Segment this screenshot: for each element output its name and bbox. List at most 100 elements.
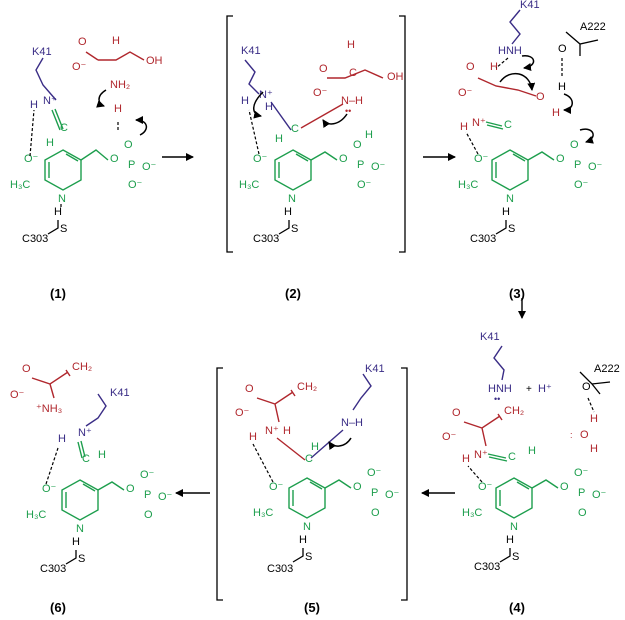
phosphorus: P <box>357 159 364 171</box>
phosphate-oxygen-right: O⁻ <box>371 161 386 173</box>
phosphate-arrow <box>579 128 594 144</box>
phosphate-oxygen-bottom: O⁻ <box>128 179 143 191</box>
cys303-chain <box>499 548 511 563</box>
ester-oxygen: O <box>556 153 565 165</box>
lys41-label: K41 <box>110 387 130 399</box>
lys41-chain <box>244 59 260 95</box>
bracket-right-2 <box>399 15 406 253</box>
phosphate-hydrogen: H <box>365 129 373 141</box>
cys-sulfur: S <box>508 223 515 235</box>
amine-nh: N–H <box>341 95 363 107</box>
phosphate-oxygen-top: O⁻ <box>574 467 589 479</box>
stage-4: K41 HNH •• + H⁺ A222 O H O : H O O⁻ CH₂ … <box>442 331 620 573</box>
cys303-label: C303 <box>253 233 279 245</box>
phosphate-oxygen-top: O <box>570 139 579 151</box>
lys-amine: N–H <box>341 417 363 429</box>
ala-carbonyl-o: O <box>582 381 591 393</box>
hbond-ala-water <box>587 397 595 413</box>
imine-double-bond <box>51 108 64 131</box>
water-h-top: H <box>590 413 598 425</box>
water-lone-pair: : <box>570 430 573 440</box>
nitrogen-hydrogen: H <box>30 99 38 111</box>
carboxylate-o-minus: O⁻ <box>72 61 87 73</box>
methyl-group: H₃C <box>10 179 30 191</box>
lys41-chain <box>509 9 521 45</box>
lys-amine: HNH <box>498 45 522 57</box>
serine-backbone <box>327 69 384 79</box>
phosphate-oxygen-top: O⁻ <box>140 469 155 481</box>
phenolate-oxygen: O⁻ <box>42 483 57 495</box>
phosphorus: P <box>578 487 585 499</box>
schiff-h-right: H <box>283 425 291 437</box>
phosphate-oxygen-top: O <box>353 139 362 151</box>
bracket-left-5 <box>216 367 223 601</box>
cys-sulfur: S <box>291 223 298 235</box>
pyridine-ring <box>44 149 82 191</box>
phosphate-oxygen-bottom: O <box>371 507 380 519</box>
phosphate-arrow <box>135 116 148 136</box>
lys-hydrogen-2: H <box>265 101 273 113</box>
amino-hydrogen: H <box>114 103 122 115</box>
lys41-label: K41 <box>32 46 52 58</box>
stage-label-3: (3) <box>509 286 525 301</box>
alpha-carbon: C <box>349 67 357 79</box>
c4-carbon: C <box>305 453 313 465</box>
carboxylate-o-top: O <box>319 63 328 75</box>
lys-attack-arrow <box>328 437 352 451</box>
lys41-label: K41 <box>480 331 500 343</box>
c4-carbon: C <box>508 451 516 463</box>
pyridine-ring <box>491 149 529 191</box>
ring-nitrogen: N <box>510 521 518 533</box>
cys-sulfur: S <box>512 551 519 563</box>
phosphate-oxygen-right: O⁻ <box>385 489 400 501</box>
lys41-chain <box>35 57 57 101</box>
ester-oxygen: O <box>126 483 135 495</box>
carboxylate-o-top: O <box>452 407 461 419</box>
phosphate-linker <box>527 151 555 161</box>
cys-hydrogen: H <box>284 206 292 218</box>
ester-oxygen: O <box>110 153 119 165</box>
lys-proton-arrow <box>253 91 264 119</box>
water-o: O <box>580 429 589 441</box>
carboxylate-o-minus: O⁻ <box>10 389 25 401</box>
carboxylate-o-minus: O⁻ <box>235 407 250 419</box>
cys303-chain <box>47 220 59 235</box>
stage-5: O O⁻ CH₂ N⁺ H H K41 N–H C H O⁻ H₃C N O P… <box>216 363 408 601</box>
phosphorus: P <box>574 159 581 171</box>
hbond-o-nh <box>45 447 59 485</box>
carboxylate-o-top: O <box>466 61 475 73</box>
lone-pair: •• <box>345 106 351 116</box>
cys303-chain <box>495 220 507 235</box>
ring-double-bond <box>499 481 530 506</box>
c4-hydrogen: H <box>46 137 54 149</box>
alpha-hydrogen: H <box>347 39 355 51</box>
phosphate-linker <box>310 151 338 161</box>
schiff-nitrogen: N⁺ <box>472 117 486 129</box>
c4-hydrogen: H <box>311 441 319 453</box>
water-h-bottom: H <box>590 443 598 455</box>
schiff-nitrogen: N⁺ <box>474 449 488 461</box>
water-arrow <box>563 93 573 114</box>
c4-carbon: C <box>504 119 512 131</box>
phosphate-oxygen-bottom: O⁻ <box>574 179 589 191</box>
pyridine-ring <box>288 477 326 519</box>
ring-double-bond <box>48 153 79 178</box>
phosphate-linker <box>324 479 352 489</box>
lys41-label: K41 <box>520 0 540 11</box>
hydroxyl-h: H <box>552 107 560 119</box>
amine-attack-arrow <box>322 113 348 129</box>
ala-carbonyl-o: O <box>558 43 567 55</box>
aminoacrylate-backbone <box>463 413 503 447</box>
lys-to-c4-bond <box>270 101 292 131</box>
lys41-chain <box>493 345 505 381</box>
schiff-hydrogen: H <box>462 453 470 465</box>
aminoacrylate-backbone <box>31 369 71 399</box>
phosphate-oxygen-top: O⁻ <box>367 467 382 479</box>
cys303-chain <box>292 548 304 563</box>
carboxylate-o-top: O <box>245 383 254 395</box>
phosphorus: P <box>128 159 135 171</box>
methylene: CH₂ <box>297 381 317 393</box>
plus-sign: + <box>526 384 532 395</box>
lys41-label: K41 <box>241 45 261 57</box>
phosphate-linker <box>97 481 125 491</box>
